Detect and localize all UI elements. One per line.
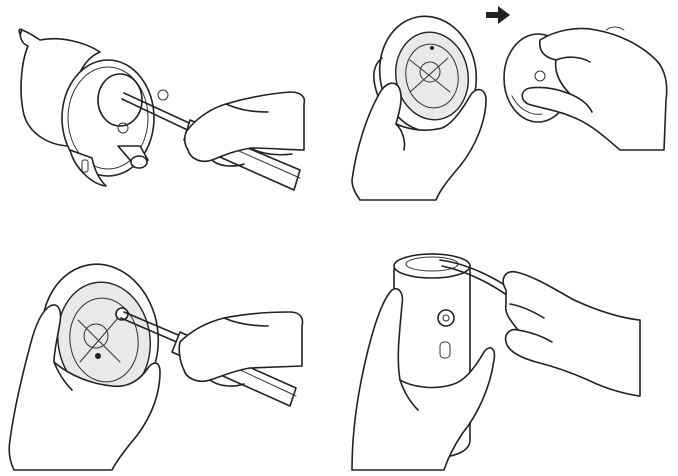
- hand-icon: [503, 272, 640, 396]
- panel-2-rotate-cover: [352, 6, 667, 200]
- hand-icon: [522, 27, 666, 150]
- panel-4-pull-cable: [352, 254, 640, 470]
- panel-3-internal-screw: [9, 257, 302, 470]
- camera-body: [19, 29, 168, 186]
- arrow-right-icon: [486, 6, 510, 24]
- panel-1-remove-screw: [19, 29, 304, 190]
